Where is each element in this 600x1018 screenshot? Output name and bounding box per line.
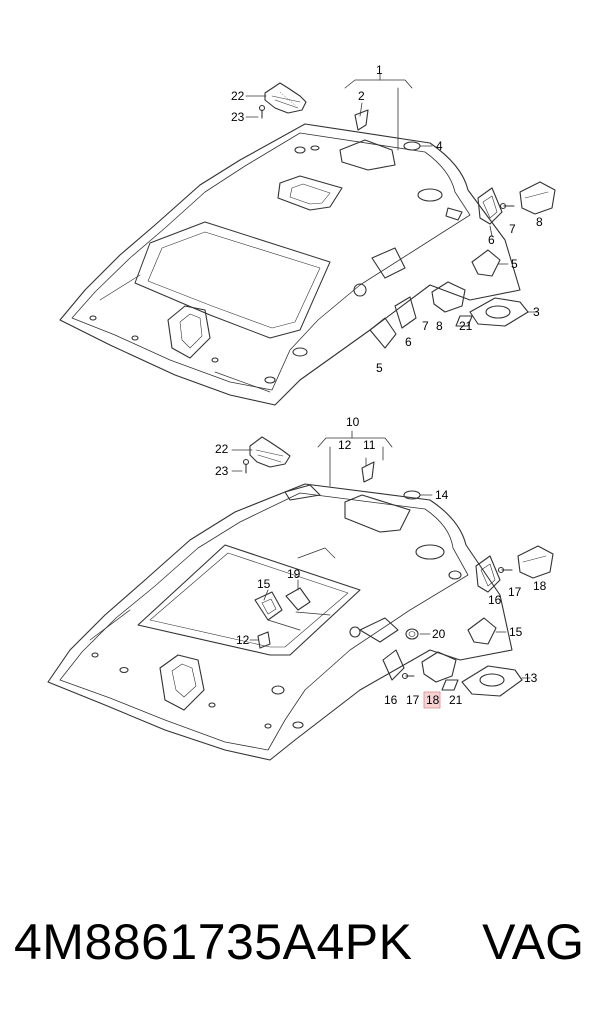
- label-21: 21: [459, 319, 473, 333]
- part-18-bottom-center: [421, 651, 457, 683]
- part-5-top-center: [369, 317, 397, 349]
- label-2: 2: [358, 89, 365, 103]
- part-22-top: [264, 82, 307, 114]
- label-20: 20: [432, 627, 446, 641]
- part-23-bottom: [242, 458, 250, 474]
- footer: 4M8861735A4PK VAG: [0, 905, 600, 985]
- part-17-bottom-right: [497, 566, 513, 574]
- label-1: 1: [376, 63, 383, 77]
- label-8a: 8: [536, 215, 543, 229]
- part-2-top: [354, 109, 369, 131]
- label-7b: 7: [422, 319, 429, 333]
- label-23: 23: [231, 110, 245, 124]
- labels-top: 1 2 4 22 23 6 7 8 5 3 7 8 21 6 5: [231, 63, 543, 375]
- label-6a: 6: [488, 233, 495, 247]
- part-12-bottom-left: [257, 631, 271, 649]
- parts-diagram: 1 2 4 22 23 6 7 8 5 3 7 8 21 6 5 10 12 1…: [47, 63, 556, 761]
- label-22: 22: [231, 89, 245, 103]
- part-7-top-right: [499, 202, 515, 210]
- leaders-bottom: [231, 430, 531, 679]
- headliner-bottom: [47, 483, 513, 761]
- label-3: 3: [533, 305, 540, 319]
- part-15-bottom-left: [254, 591, 283, 621]
- leaders-top: [245, 73, 539, 313]
- part-17-bottom-center: [401, 672, 415, 680]
- label-16a: 16: [488, 593, 502, 607]
- label-11a: 11: [363, 438, 376, 452]
- part-23-top: [258, 104, 266, 119]
- label-7a: 7: [509, 222, 516, 236]
- label-23b: 23: [215, 464, 229, 478]
- part-8-top-center: [431, 281, 466, 313]
- label-5b: 5: [376, 361, 383, 375]
- part-11-bottom: [361, 461, 375, 483]
- part-4-top: [403, 141, 421, 151]
- part-15-bottom-right: [467, 617, 497, 645]
- part-5-top-right: [471, 249, 501, 277]
- label-14: 14: [435, 488, 449, 502]
- label-4: 4: [436, 139, 443, 153]
- part-16-bottom-center: [382, 649, 405, 681]
- label-15a: 15: [257, 577, 271, 591]
- label-8b: 8: [436, 319, 443, 333]
- label-5a: 5: [511, 257, 518, 271]
- part-19-bottom: [285, 587, 311, 611]
- label-17b: 17: [406, 693, 420, 707]
- label-15b: 15: [509, 625, 523, 639]
- part-6-top-right: [477, 187, 503, 225]
- part-3-top: [469, 297, 529, 327]
- highlight-18-box: [423, 691, 441, 709]
- part-16-bottom-right: [475, 555, 501, 593]
- part-6-top-center: [394, 296, 417, 329]
- part-21-bottom: [441, 679, 459, 691]
- part-18-bottom-right: [517, 545, 554, 579]
- label-12a: 12: [338, 438, 352, 452]
- part-8-top-right: [519, 181, 556, 215]
- label-21b: 21: [449, 693, 463, 707]
- label-17a: 17: [508, 585, 522, 599]
- headliner-top: [59, 123, 521, 406]
- part-20-bottom: [405, 628, 419, 640]
- label-19: 19: [287, 567, 301, 581]
- brand-name: VAG: [482, 914, 584, 970]
- label-22b: 22: [215, 442, 229, 456]
- label-10: 10: [346, 415, 360, 429]
- labels-bottom: 10 12 11 14 22 23 15 19 12 16 17 18 15 2…: [215, 415, 547, 707]
- part-number: 4M8861735A4PK: [14, 914, 413, 970]
- part-22-bottom: [249, 436, 291, 468]
- label-6b: 6: [405, 335, 412, 349]
- label-18b: 18: [426, 693, 440, 707]
- part-13-bottom: [461, 665, 523, 697]
- label-12b: 12: [236, 633, 250, 647]
- label-13: 13: [524, 671, 538, 685]
- part-21-top: [455, 315, 473, 327]
- label-16b: 16: [384, 693, 398, 707]
- label-18a: 18: [533, 579, 547, 593]
